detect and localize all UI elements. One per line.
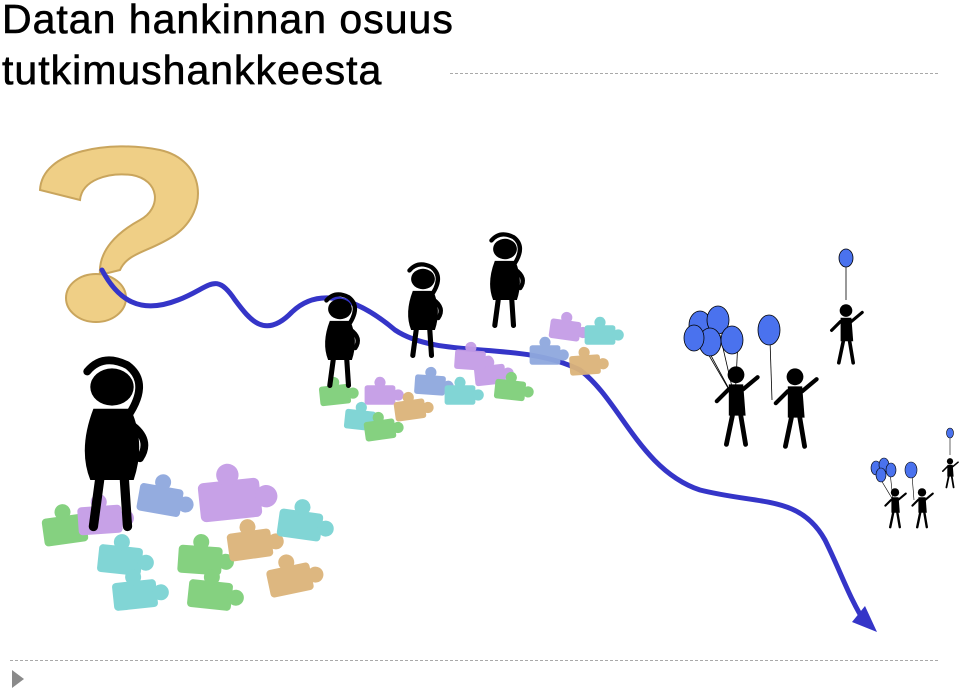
person-with-balloons-icon	[884, 487, 907, 529]
arrowhead-icon	[852, 606, 877, 632]
triangle-right-icon[interactable]	[12, 670, 24, 688]
title-line-2: tutkimushankkeesta	[2, 47, 383, 94]
puzzle-icon	[39, 458, 338, 613]
person-pointing-icon	[776, 368, 817, 446]
title-divider	[450, 73, 938, 74]
balloon-icon	[946, 427, 954, 455]
floating-person-icon	[829, 302, 865, 365]
footer-divider	[10, 660, 938, 661]
puzzle-icon	[317, 309, 624, 442]
thinking-person-icon	[85, 360, 145, 526]
balloon-icon	[838, 248, 854, 300]
thinking-person-icon	[325, 294, 358, 385]
balloon-icon	[683, 305, 781, 401]
floating-person-icon	[941, 457, 959, 489]
thinking-person-icon	[490, 234, 523, 325]
slide-title: Datan hankinnan osuus tutkimushankkeesta	[2, 0, 454, 96]
title-line-1: Datan hankinnan osuus	[2, 0, 454, 42]
person-pointing-icon	[911, 487, 934, 529]
